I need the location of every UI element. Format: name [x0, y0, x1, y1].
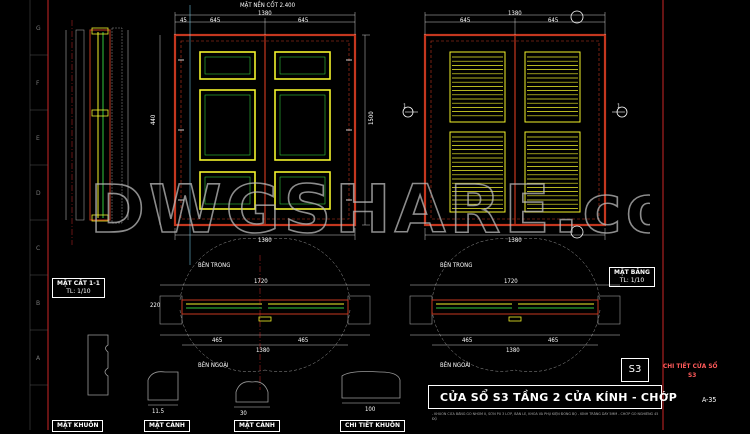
grid-ruler-letters: G F E D C B A [36, 25, 41, 362]
dim-plan2-inner: 1380 [506, 347, 520, 354]
handle-icon [258, 316, 272, 322]
detail-caption: CHI TIẾT CỬA SỔ [663, 362, 718, 370]
svg-text:D: D [36, 190, 41, 197]
dim-plan-inner: 1380 [256, 347, 270, 354]
sash-section-tag: MẶT CÁNH [234, 420, 280, 432]
dim-frame-rail: 100 [365, 406, 376, 413]
section-mark-right: 1 [617, 103, 621, 110]
inside-label-1: BÊN TRONG [198, 262, 231, 269]
detail-caption-code: S3 [688, 371, 697, 379]
svg-text:C: C [36, 245, 40, 252]
title-box [428, 385, 662, 409]
sash-profile-tag: MẶT CÁNH [144, 420, 190, 432]
dim-panel2-right: 465 [548, 337, 559, 344]
dim-panel-right: 465 [298, 337, 309, 344]
dim-overall-width: 1380 [258, 10, 272, 17]
frame-detail-tag: CHI TIẾT KHUÔN [340, 420, 406, 432]
outside-label-1: BÊN NGOÀI [198, 362, 229, 369]
louvre-slats [452, 56, 578, 209]
dim-louvre-bottom: 1380 [508, 237, 522, 244]
drawing-title: CỬA SỔ S3 TẦNG 2 CỬA KÍNH - CHỚP [440, 391, 678, 404]
section-marker-icon [402, 10, 628, 239]
dim-louvre-leaf-left: 645 [460, 17, 471, 24]
sash-section-detail [234, 381, 270, 408]
svg-text:B: B [36, 300, 40, 307]
sheet-number: A-35 [702, 396, 717, 404]
dim-profile-mid: 30 [240, 410, 247, 417]
dim-plan2-width: 1720 [504, 278, 518, 285]
dim-wall-depth: 220 [150, 302, 161, 309]
svg-text:E: E [36, 135, 40, 142]
dim-bottom-width: 1380 [258, 237, 272, 244]
dim-plan-width: 1720 [254, 278, 268, 285]
plan-view-louvre [409, 238, 621, 372]
svg-text:A: A [36, 355, 41, 362]
outside-label-2: BÊN NGOÀI [440, 362, 471, 369]
drawing-notes: - KHUÔN CỬA BẰNG GỖ NHÓM II, SƠN PU 3 LỚ… [432, 412, 659, 421]
frame-profile-detail [87, 334, 109, 396]
frame-section-detail [341, 371, 401, 404]
elevation-glass-window [159, 5, 370, 265]
sheet-code-box: S3 [621, 358, 649, 382]
inside-label-2: BÊN TRONG [440, 262, 473, 269]
dim-panel-left: 465 [212, 337, 223, 344]
svg-text:F: F [36, 80, 40, 87]
vertical-section-1-1 [65, 20, 129, 245]
dim-louvre-leaf-right: 645 [548, 17, 559, 24]
dim-height-panel: 440 [150, 114, 157, 125]
dim-leaf-right: 645 [298, 17, 309, 24]
dim-leaf-left: 645 [210, 17, 221, 24]
section-mark-left: 1 [403, 103, 407, 110]
dim-height-total: 1500 [368, 111, 375, 125]
sheet-border [47, 0, 664, 430]
plan-view-glass [159, 238, 371, 390]
top-note-label: MẶT NỀN CỐT 2.400 [240, 2, 296, 9]
elevation-louvre-window [405, 12, 625, 240]
svg-text:G: G [36, 25, 41, 32]
dim-panel2-left: 465 [462, 337, 473, 344]
grid-ruler-left [29, 0, 48, 430]
dim-frame-edge: 45 [180, 17, 187, 24]
sash-profile-detail [147, 371, 179, 406]
frame-profile-tag: MẶT KHUÔN [52, 420, 104, 432]
dim-profile-small: 11.5 [152, 408, 165, 415]
dim-louvre-width: 1380 [508, 10, 522, 17]
